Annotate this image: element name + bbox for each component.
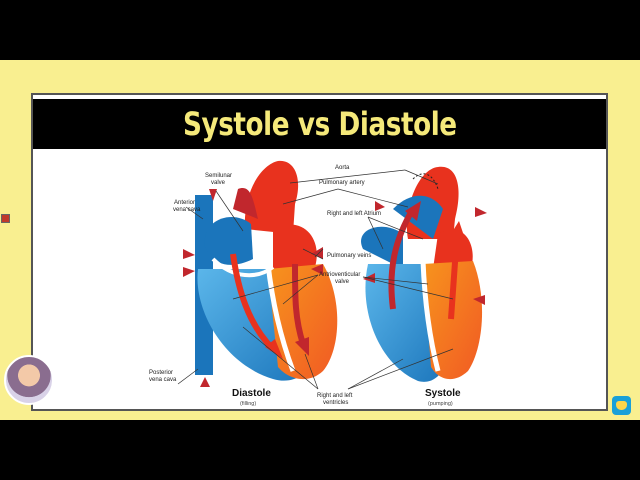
diastole-title: Diastole [232, 388, 271, 399]
systole-heart [361, 166, 487, 382]
channel-logo-icon [612, 396, 631, 415]
side-marker [1, 214, 10, 223]
label-semilunar-valve-1: Semilunar [205, 173, 232, 179]
diastole-heart [183, 160, 338, 387]
leader-lines [177, 169, 454, 390]
label-posterior-vena-cava-1: Posterior [149, 370, 173, 376]
label-semilunar-valve-2: valve [211, 180, 226, 186]
systole-subtitle: (pumping) [428, 401, 453, 407]
video-stage: Systole vs Diastole [0, 60, 640, 420]
slide: Systole vs Diastole [31, 93, 608, 411]
label-ventricles-2: ventricles [323, 400, 348, 406]
label-av-valve-2: valve [335, 279, 350, 285]
slide-title: Systole vs Diastole [182, 105, 457, 143]
presenter-webcam [4, 355, 54, 405]
diastole-subtitle: (filling) [240, 401, 256, 407]
left-ventricle-shape-systole [423, 261, 483, 380]
label-aorta: Aorta [335, 165, 350, 171]
systole-title: Systole [425, 388, 461, 399]
right-atrium-shape [204, 217, 253, 265]
label-av-valve-1: Antrioventicular [319, 272, 360, 278]
label-ventricles-1: Right and left [317, 393, 353, 399]
heart-diagram: Aorta Pulmonary artery Semilunar valve A… [149, 160, 487, 407]
label-anterior-vena-cava-2: vena cava [173, 207, 201, 213]
aorta-shape [244, 160, 299, 234]
left-atrium-shape [273, 224, 317, 269]
label-anterior-vena-cava-1: Anterior [174, 200, 195, 206]
label-pulmonary-artery: Pulmonary artery [319, 180, 365, 186]
label-pulmonary-veins: Pulmonary veins [327, 253, 371, 259]
label-posterior-vena-cava-2: vena cava [149, 377, 177, 383]
title-bar: Systole vs Diastole [33, 99, 606, 149]
label-right-left-atrium: Right and left Atrium [327, 211, 381, 217]
